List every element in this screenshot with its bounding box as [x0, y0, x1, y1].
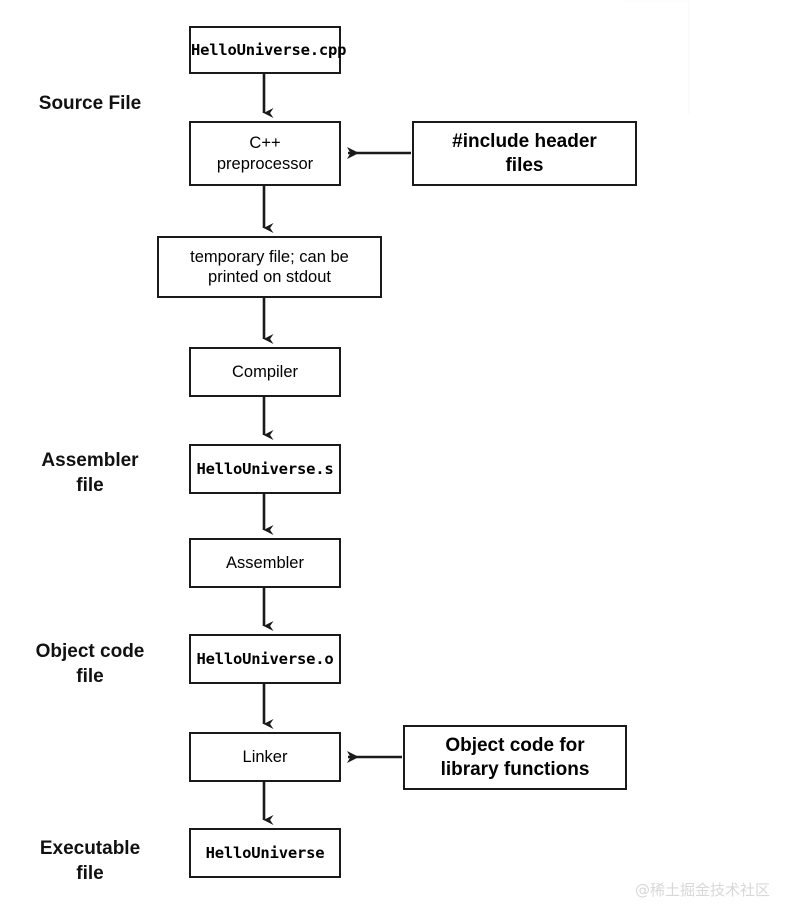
site-watermark: @稀土掘金技术社区 — [634, 881, 770, 899]
ghost-watermark-top — [622, 0, 690, 114]
stage-label-source-file: Source File — [38, 93, 142, 114]
node-linker-label: Linker — [242, 747, 288, 766]
node-include-headers[interactable]: #include header files — [412, 121, 637, 186]
node-source-file-label: HelloUniverse.cpp — [191, 40, 347, 59]
node-assembly-file[interactable]: HelloUniverse.s — [189, 444, 341, 494]
node-source-file[interactable]: HelloUniverse.cpp — [189, 26, 347, 74]
node-compiler-label: Compiler — [231, 362, 299, 381]
node-object-file[interactable]: HelloUniverse.o — [189, 634, 341, 684]
node-executable-label: HelloUniverse — [205, 843, 325, 862]
node-temporary-file-label: temporary file; can be printed on stdout — [190, 247, 349, 286]
node-library-object-code[interactable]: Object code for library functions — [403, 725, 627, 790]
stage-label-assembler-file: Assembler file — [41, 450, 139, 496]
node-preprocessor-label: C++ preprocessor — [216, 134, 314, 173]
node-preprocessor[interactable]: C++ preprocessor — [189, 121, 341, 186]
node-assembly-file-label: HelloUniverse.s — [196, 459, 334, 478]
node-temporary-file[interactable]: temporary file; can be printed on stdout — [157, 236, 382, 298]
node-library-object-code-label: Object code for library functions — [440, 735, 590, 780]
node-compiler[interactable]: Compiler — [189, 347, 341, 397]
node-object-file-label: HelloUniverse.o — [196, 649, 334, 668]
node-assembler-label: Assembler — [226, 553, 304, 572]
node-assembler[interactable]: Assembler — [189, 538, 341, 588]
node-executable[interactable]: HelloUniverse — [189, 828, 341, 878]
stage-label-executable-file: Executable file — [39, 838, 141, 884]
stage-label-object-code-file: Object code file — [35, 641, 145, 687]
node-include-headers-label: #include header files — [452, 131, 597, 176]
node-linker[interactable]: Linker — [189, 732, 341, 782]
